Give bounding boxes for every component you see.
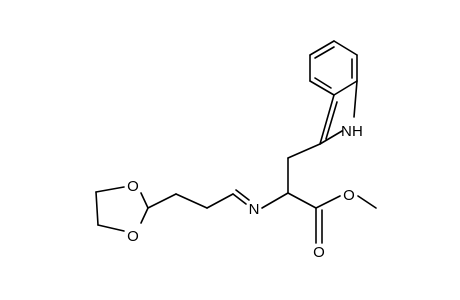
indole-pyrrole-ring: [319, 80, 358, 145]
bond: [95, 191, 99, 226]
bond: [95, 186, 125, 193]
bond: [315, 195, 341, 209]
dioxolane-oxygen-bottom-label: O: [127, 228, 139, 245]
bond: [319, 130, 343, 145]
dioxolane-oxygen-top-label: O: [127, 178, 139, 195]
atom-labels: N H N O O O O: [127, 123, 363, 261]
bond: [206, 193, 234, 209]
bond: [357, 195, 377, 209]
ester-oxygen-label: O: [343, 187, 355, 204]
bond: [175, 193, 208, 209]
bond: [333, 80, 358, 96]
bond: [147, 193, 177, 209]
bond: [333, 40, 358, 56]
indole-benzene-ring: [309, 40, 358, 96]
double-bond-inner: [235, 189, 250, 201]
dioxolane-ring: [95, 186, 149, 232]
bond: [309, 80, 335, 96]
bond: [140, 192, 149, 209]
bond: [97, 224, 125, 232]
bond: [287, 192, 317, 209]
bond: [353, 80, 358, 118]
carbonyl-oxygen-label: O: [313, 244, 325, 261]
indole-nitrogen-label: N: [341, 123, 352, 140]
bond: [261, 192, 289, 209]
bond: [319, 94, 335, 145]
double-bond-inner: [325, 101, 338, 140]
bond: [287, 143, 321, 159]
bond: [309, 40, 335, 56]
double-bond-inner: [314, 77, 332, 89]
imine-chain: [147, 189, 250, 209]
side-chain: [261, 143, 377, 244]
bond: [232, 193, 247, 205]
bond: [140, 207, 149, 224]
indole-hydrogen-label: H: [352, 123, 363, 140]
double-bond-inner: [314, 46, 335, 59]
imine-nitrogen-label: N: [249, 201, 260, 218]
